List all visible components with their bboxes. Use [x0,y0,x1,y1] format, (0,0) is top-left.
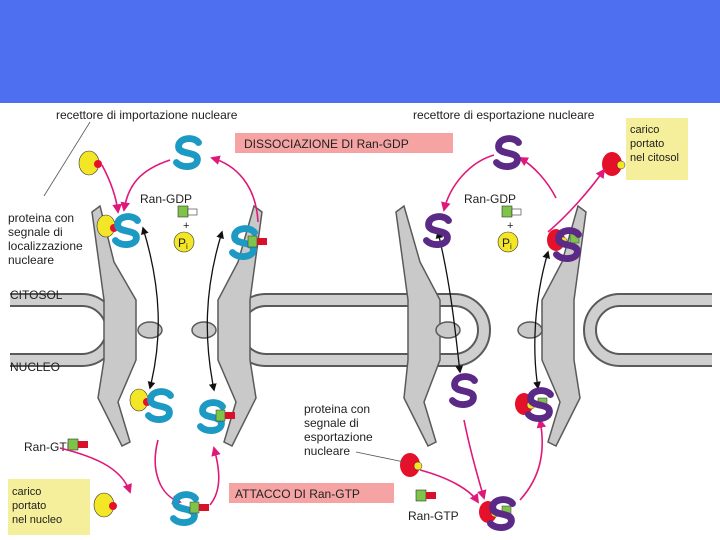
nes-protein-line-1: proteina con [304,402,370,416]
pi-right: P [502,236,510,250]
ran-gdp-right-label: Ran-GDP [464,192,516,206]
import-receptor-free [173,135,202,170]
arrow-cargo-binding [101,164,122,214]
arrow-receptor-return [210,155,259,223]
arrow-export-receptor-down [463,419,487,500]
ran-gdp-left-label: Ran-GDP [140,192,192,206]
export-receptor-cytosol-complex [553,227,582,262]
nls-protein-line-3: localizzazione [8,239,83,253]
cargo-nucleus-line-2: portato [12,500,46,512]
pi-sub-left: i [186,242,188,251]
cargo-cytosol-box [626,118,688,180]
import-receptor-nucleus-cargo [145,388,174,423]
arrow-receptor-to-complex [120,159,171,212]
dissociation-label: DISSOCIAZIONE DI Ran-GDP [244,137,409,151]
ran-gtp-left-label: Ran-GTP [24,440,75,454]
nucleo-label: NUCLEO [10,360,60,374]
ran-gtp-free-left [67,438,88,451]
nes-cargo-nucleus [400,453,423,477]
export-receptor-label: recettore di esportazione nucleare [413,108,595,122]
phosphate-left [173,231,195,253]
nls-cargo-cytosol [78,150,102,176]
export-receptor-nucleus [449,373,478,408]
nes-protein-line-3: esportazione [304,430,373,444]
ran-gdp-release-right: + P i [497,205,522,253]
attachment-label: ATTACCO DI Ran-GTP [235,487,360,501]
arrow-export-receptor-to-pore [441,154,495,212]
cargo-nucleus-line-3: nel nucleo [12,514,62,526]
export-receptor-pore [423,213,452,248]
export-receptor-nucleus-complex [525,387,554,422]
ran-gtp-tag-cytosol [247,235,267,248]
nuclear-transport-diagram: DISSOCIAZIONE DI Ran-GDP ATTACCO DI Ran-… [8,108,712,535]
ran-gtp-right-label: Ran-GTP [408,509,459,523]
export-receptor-bottom-complex [487,496,516,531]
leader-lines [43,121,405,463]
dissociation-box [235,133,453,153]
nls-cargo-nucleus [93,492,117,518]
cargo-cytosol-line-2: portato [630,138,664,150]
nls-protein-line-4: nucleare [8,253,54,267]
ran-gtp-tag-released [189,501,209,514]
nes-protein-line-2: segnale di [304,416,359,430]
citosol-label: CITOSOL [10,288,63,302]
import-receptor-released [170,491,199,526]
cargo-nucleus-line-1: carico [12,486,41,498]
receptors [112,135,582,531]
arrow-complex-to-cargo-release [154,439,182,505]
header-band [0,0,720,103]
import-receptor-with-cargo [112,213,141,248]
arrow-ran-gtp-import [59,447,132,494]
plus-sign-left: + [183,220,189,232]
import-receptor-label: recettore di importazione nucleare [56,108,238,122]
attachment-box [229,483,394,503]
arrow-receptor-back [209,446,221,506]
nls-protein-line-1: proteina con [8,211,74,225]
pi-left: P [178,236,186,250]
phosphate-right [497,231,519,253]
ran-gtp-free-right [415,489,436,502]
ran-gtp-tags [189,235,267,514]
arrow-complex-up [519,418,547,501]
cargo-cytosol-line-3: nel citosol [630,152,679,164]
transport-arrows [141,226,550,392]
import-receptor-nucleus-ran [197,399,226,434]
arrow-export-receptor-return [518,157,557,199]
pi-sub-right: i [510,242,512,251]
arrow-cargo-release-cytosol [547,168,606,233]
nes-cargo-cytosol [602,152,626,176]
nes-protein-line-4: nucleare [304,444,350,458]
arrow-nes-cargo-binding [419,469,480,504]
ran-gtp-tag-nucleus [215,409,235,422]
cargo-nucleus-box [8,479,90,535]
nls-protein-line-2: segnale di [8,225,63,239]
plus-sign-right: + [507,220,513,232]
import-receptor-ran-gtp [229,225,258,260]
export-receptor-free [493,135,522,170]
cargo-cytosol-line-1: carico [630,124,659,136]
ran-gdp-release-left: + P i [173,205,198,253]
